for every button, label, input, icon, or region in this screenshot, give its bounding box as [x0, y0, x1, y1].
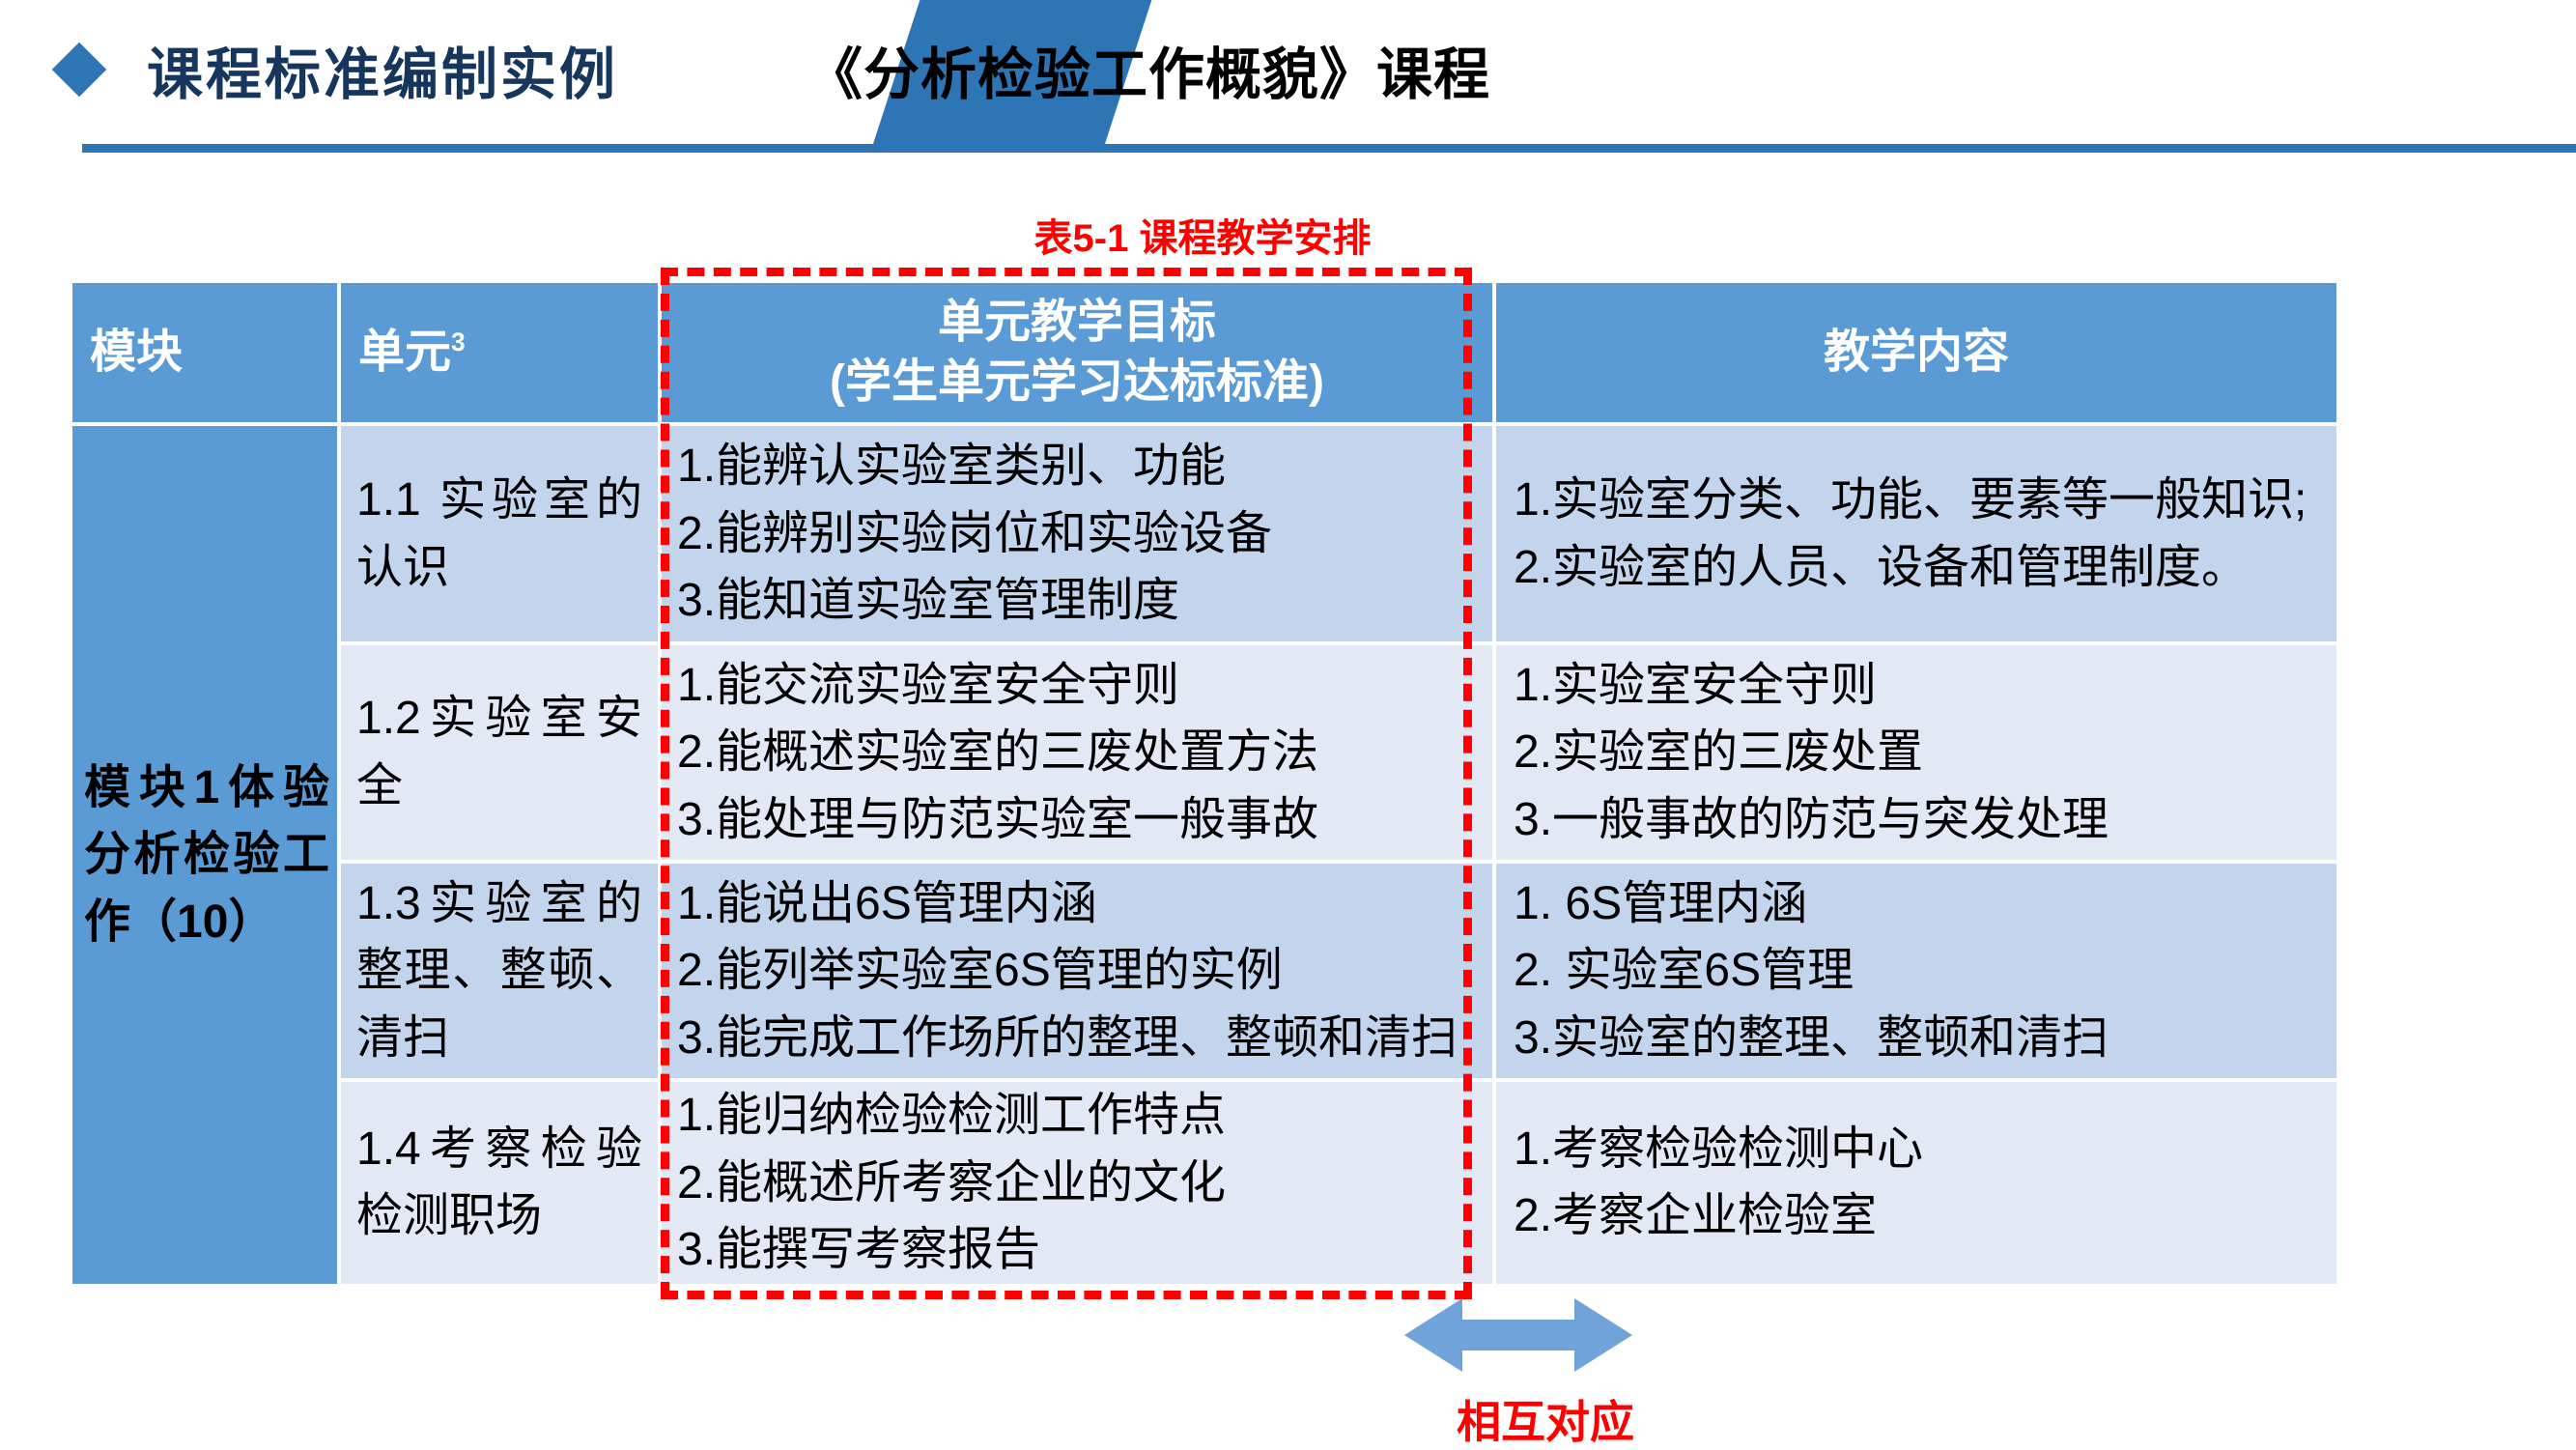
objectives-cell: 1.能辨认实验室类别、功能 2.能辨别实验岗位和实验设备 3.能知道实验室管理制…	[658, 422, 1496, 645]
left-right-arrow-icon	[1402, 1291, 1634, 1379]
course-banner-title: 《分析检验工作概貌》课程	[807, 43, 1491, 106]
table-row: 1.3实验室的整理、整顿、清扫 1.能说出6S管理内涵 2.能列举实验室6S管理…	[71, 860, 2340, 1082]
table-row: 模块1体验分析检验工作（10） 1.1 实验室的认识 1.能辨认实验室类别、功能…	[69, 422, 2340, 1288]
diamond-bullet-icon	[51, 42, 107, 98]
unit-cell: 1.2实验室安全	[337, 641, 662, 864]
col-header-objectives-line1: 单元教学目标	[937, 296, 1216, 348]
header-rule	[82, 144, 2576, 153]
annotation-label: 相互对应	[1457, 1397, 1634, 1447]
unit-cell: 1.4考察检验检测职场	[337, 1078, 662, 1288]
objectives-cell: 1.能归纳检验检测工作特点 2.能概述所考察企业的文化 3.能撰写考察报告	[658, 1078, 1496, 1288]
table-header-row: 模块 单元3 单元教学目标 (学生单元学习达标标准) 教学内容	[69, 279, 2340, 426]
content-cell: 1.考察检验检测中心 2.考察企业检验室	[1492, 1078, 2340, 1288]
table-row: 1.4考察检验检测职场 1.能归纳检验检测工作特点 2.能概述所考察企业的文化 …	[71, 1078, 2340, 1288]
col-header-objectives: 单元教学目标 (学生单元学习达标标准)	[658, 279, 1496, 426]
col-header-unit-label: 单元	[358, 326, 452, 378]
content-cell: 1.实验室安全守则 2.实验室的三废处置 3.一般事故的防范与突发处理	[1492, 641, 2340, 864]
unit-cell: 1.3实验室的整理、整顿、清扫	[337, 860, 662, 1082]
course-schedule-table: 模块 单元3 单元教学目标 (学生单元学习达标标准) 教学内容 模块1体验分析检…	[69, 279, 2340, 1288]
module-group-cell: 模块1体验分析检验工作（10）	[69, 422, 341, 1288]
content-cell: 1. 6S管理内涵 2. 实验室6S管理 3.实验室的整理、整顿和清扫	[1492, 860, 2340, 1082]
col-header-unit: 单元3	[337, 279, 662, 426]
objectives-cell: 1.能交流实验室安全守则 2.能概述实验室的三废处置方法 3.能处理与防范实验室…	[658, 641, 1496, 864]
table-caption: 表5-1 课程教学安排	[1033, 217, 1372, 260]
unit-cell: 1.1 实验室的认识	[337, 422, 662, 645]
col-header-content: 教学内容	[1492, 279, 2340, 426]
col-header-objectives-line2: (学生单元学习达标标准)	[830, 356, 1324, 408]
objectives-cell: 1.能说出6S管理内涵 2.能列举实验室6S管理的实例 3.能完成工作场所的整理…	[658, 860, 1496, 1082]
page-title: 课程标准编制实例	[147, 43, 619, 106]
unit-footnote-superscript: 3	[451, 327, 466, 356]
col-header-module: 模块	[69, 279, 341, 426]
content-cell: 1.实验室分类、功能、要素等一般知识; 2.实验室的人员、设备和管理制度。	[1492, 422, 2340, 645]
table-row: 1.2实验室安全 1.能交流实验室安全守则 2.能概述实验室的三废处置方法 3.…	[71, 641, 2340, 864]
